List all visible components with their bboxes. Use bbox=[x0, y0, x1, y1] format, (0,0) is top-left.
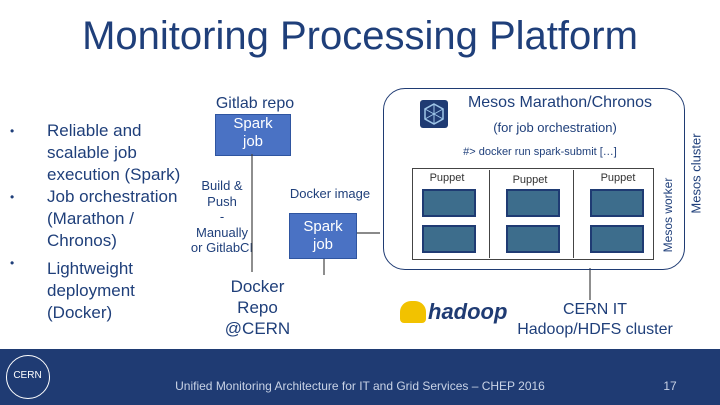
slide-title: Monitoring Processing Platform bbox=[82, 14, 638, 58]
marathon-subtitle: (for job orchestration) bbox=[493, 120, 617, 135]
bullet-dot-2: • bbox=[10, 190, 15, 204]
marathon-cube-icon bbox=[424, 103, 444, 125]
mesos-cluster-frame bbox=[383, 88, 685, 270]
bullet-2-line-1: Job orchestration bbox=[47, 187, 178, 206]
puppet-label-2: Puppet bbox=[512, 174, 548, 186]
hadoop-label-line-1: CERN IT bbox=[563, 301, 627, 318]
docker-repo-line-3: @CERN bbox=[224, 319, 291, 338]
marathon-title: Mesos Marathon/Chronos bbox=[467, 94, 653, 111]
mesos-worker-label: Mesos worker bbox=[661, 177, 675, 253]
puppet-label-3: Puppet bbox=[600, 172, 636, 184]
mesos-worker-frame bbox=[412, 168, 654, 260]
build-push-line-4: Manually bbox=[195, 224, 249, 240]
hadoop-logo-text: hadoop bbox=[428, 299, 508, 324]
docker-spark-job-line-1: Spark bbox=[303, 218, 343, 235]
build-push-label: Build & Push - Manually or GitlabCI bbox=[182, 178, 262, 256]
build-push-line-3: - bbox=[219, 209, 225, 224]
gitlab-spark-job-line-2: job bbox=[242, 133, 264, 150]
docker-repo-line-1: Docker bbox=[230, 277, 285, 296]
hadoop-label-line-2: Hadoop/HDFS cluster bbox=[517, 321, 673, 338]
docker-image-label: Docker image bbox=[289, 186, 371, 201]
hadoop-elephant-icon bbox=[400, 301, 426, 323]
bullet-2: Job orchestration (Marathon / Chronos) bbox=[47, 186, 217, 252]
bullet-3: Lightweight deployment (Docker) bbox=[47, 258, 217, 324]
gitlab-spark-job-box: Spark job bbox=[215, 114, 291, 156]
bullet-3-line-1: Lightweight bbox=[47, 259, 134, 278]
mesos-cluster-label: Mesos cluster bbox=[688, 133, 704, 214]
docker-run-command: #> docker run spark-submit […] bbox=[463, 146, 617, 158]
footer-bar: CERN Unified Monitoring Architecture for… bbox=[0, 349, 720, 405]
bullet-3-line-2: deployment bbox=[47, 281, 135, 300]
worker-3-container-1 bbox=[590, 189, 644, 217]
marathon-logo bbox=[420, 100, 448, 128]
bullet-2-line-3: Chronos) bbox=[47, 231, 117, 250]
bullet-1-line-1: Reliable and bbox=[47, 121, 142, 140]
docker-repo-label: Docker Repo @CERN bbox=[210, 276, 305, 339]
bullet-1-line-2: scalable job bbox=[47, 143, 137, 162]
build-push-line-5: or GitlabCI bbox=[190, 240, 254, 255]
bullet-1: Reliable and scalable job execution (Spa… bbox=[47, 120, 217, 186]
bullet-dot-1: • bbox=[10, 124, 15, 138]
docker-repo-line-2: Repo bbox=[237, 298, 278, 317]
cern-logo-text: CERN bbox=[13, 370, 42, 381]
build-push-line-1: Build & bbox=[201, 178, 243, 193]
bullet-1-line-3: execution (Spark) bbox=[47, 165, 181, 184]
gitlab-spark-job-line-1: Spark bbox=[233, 115, 273, 132]
puppet-label-1: Puppet bbox=[429, 172, 465, 184]
build-push-line-2: Push bbox=[207, 193, 237, 209]
footer-text: Unified Monitoring Architecture for IT a… bbox=[175, 379, 545, 393]
cern-logo: CERN bbox=[6, 355, 50, 399]
worker-1-container-1 bbox=[422, 189, 476, 217]
worker-2-container-1 bbox=[506, 189, 560, 217]
hadoop-logo: hadoop bbox=[400, 296, 510, 328]
bullet-3-line-3: (Docker) bbox=[47, 303, 113, 322]
gitlab-repo-title: Gitlab repo bbox=[215, 95, 295, 112]
bullet-dot-3: • bbox=[10, 256, 15, 270]
hadoop-cluster-label: CERN IT Hadoop/HDFS cluster bbox=[500, 300, 690, 340]
worker-3-container-2 bbox=[590, 225, 644, 253]
worker-divider-1 bbox=[489, 170, 490, 258]
docker-spark-job-line-2: job bbox=[312, 236, 334, 253]
page-number: 17 bbox=[663, 379, 677, 393]
worker-1-container-2 bbox=[422, 225, 476, 253]
bullet-2-line-2: (Marathon / bbox=[47, 209, 134, 228]
worker-divider-2 bbox=[573, 170, 574, 258]
worker-2-container-2 bbox=[506, 225, 560, 253]
docker-spark-job-box: Spark job bbox=[289, 213, 357, 259]
